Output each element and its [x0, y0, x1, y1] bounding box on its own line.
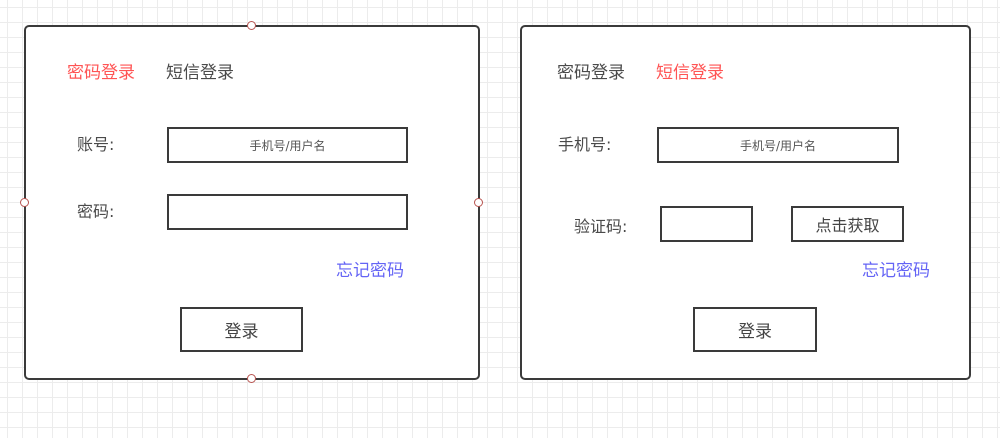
resize-handle-left[interactable]	[20, 198, 29, 207]
resize-handle-right[interactable]	[474, 198, 483, 207]
tab-sms-login[interactable]: 短信登录	[166, 63, 234, 83]
login-button[interactable]: 登录	[693, 307, 817, 352]
forgot-password-link[interactable]: 忘记密码	[862, 261, 930, 281]
verification-code-label: 验证码:	[574, 217, 628, 236]
verification-code-input[interactable]	[660, 206, 753, 242]
password-label: 密码:	[77, 202, 115, 221]
password-input[interactable]	[167, 194, 408, 230]
forgot-password-link[interactable]: 忘记密码	[336, 261, 404, 281]
account-input[interactable]: 手机号/用户名	[167, 127, 408, 163]
get-code-button[interactable]: 点击获取	[791, 206, 904, 242]
phone-placeholder: 手机号/用户名	[739, 138, 817, 153]
resize-handle-top[interactable]	[247, 21, 256, 30]
resize-handle-bottom[interactable]	[247, 374, 256, 383]
tab-password-login[interactable]: 密码登录	[557, 63, 625, 83]
tab-password-login[interactable]: 密码登录	[67, 63, 135, 83]
phone-label: 手机号:	[558, 135, 612, 154]
login-button[interactable]: 登录	[180, 307, 303, 352]
account-placeholder: 手机号/用户名	[249, 138, 326, 153]
get-code-button-label: 点击获取	[815, 216, 880, 235]
tab-sms-login[interactable]: 短信登录	[656, 63, 724, 83]
phone-input[interactable]: 手机号/用户名	[657, 127, 899, 163]
account-label: 账号:	[77, 135, 115, 154]
login-button-label: 登录	[738, 322, 772, 342]
login-button-label: 登录	[224, 322, 259, 342]
